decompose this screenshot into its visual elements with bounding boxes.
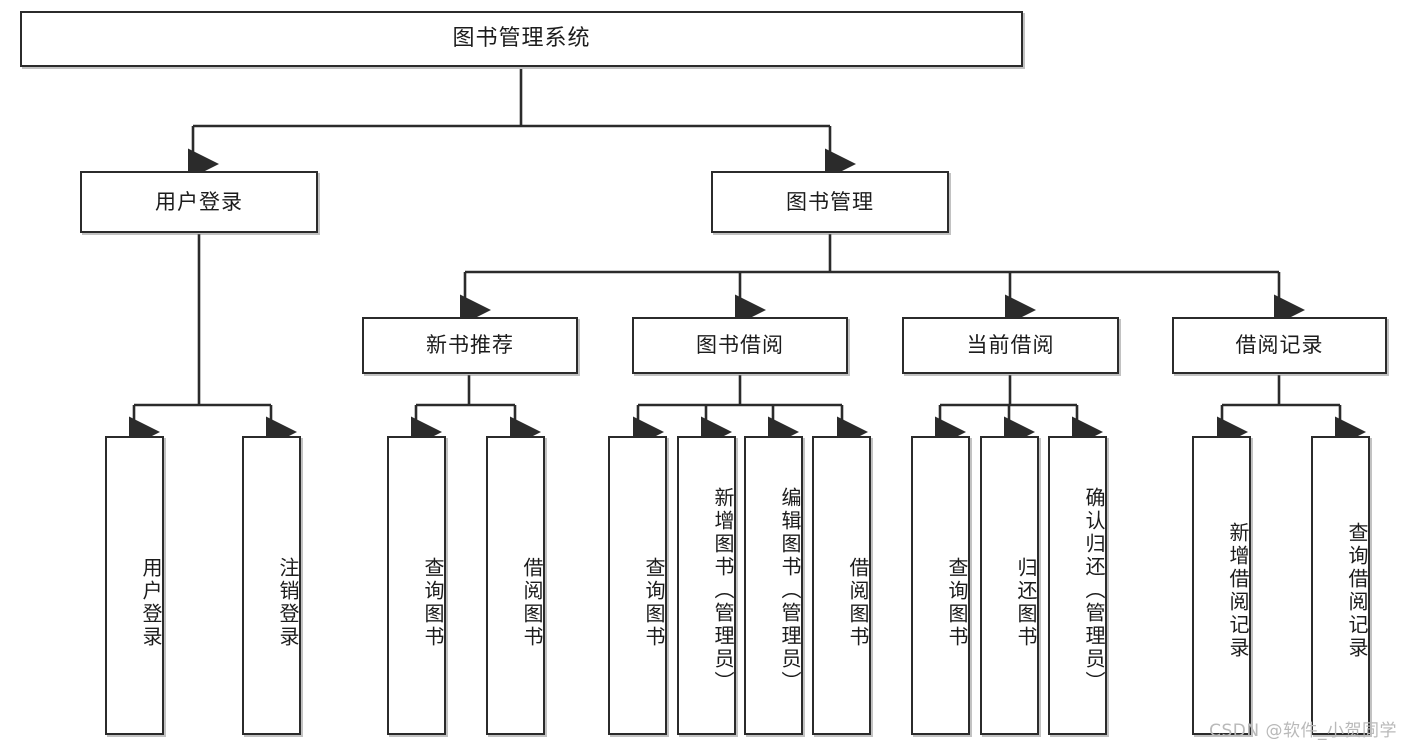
node-label: 查询借阅记录 (1345, 521, 1369, 660)
node-current-borrow[interactable]: 当前借阅 (902, 317, 1119, 374)
leaf-record-add-borrow-record[interactable]: 新增借阅记录 (1192, 436, 1251, 735)
node-label: 图书借阅 (696, 333, 784, 358)
leaf-current-confirm-return-admin[interactable]: 确认归还（管理员） (1048, 436, 1107, 735)
node-label: 用户登录 (139, 556, 163, 649)
node-label: 确认归还（管理员） (1082, 487, 1106, 694)
node-label: 图书管理系统 (452, 26, 591, 52)
leaf-user-login-login[interactable]: 用户登录 (105, 436, 164, 735)
node-label: 借阅记录 (1235, 333, 1324, 358)
node-label: 用户登录 (155, 189, 243, 214)
node-label: 归还图书 (1014, 556, 1038, 649)
leaf-current-query-book[interactable]: 查询图书 (911, 436, 970, 735)
leaf-user-login-logout[interactable]: 注销登录 (242, 436, 301, 735)
node-user-login[interactable]: 用户登录 (80, 171, 318, 233)
node-label: 查询图书 (421, 556, 445, 649)
leaf-current-return-book[interactable]: 归还图书 (980, 436, 1039, 735)
node-label: 编辑图书（管理员） (778, 487, 802, 694)
leaf-borrow-add-book-admin[interactable]: 新增图书（管理员） (677, 436, 736, 735)
node-label: 新书推荐 (426, 333, 514, 358)
node-new-book-recommend[interactable]: 新书推荐 (362, 317, 578, 374)
node-label: 注销登录 (276, 556, 300, 649)
node-book-borrow[interactable]: 图书借阅 (632, 317, 848, 374)
node-label: 查询图书 (945, 556, 969, 649)
node-label: 新增借阅记录 (1226, 521, 1250, 660)
node-label: 当前借阅 (966, 333, 1055, 358)
node-label: 新增图书（管理员） (711, 487, 735, 694)
csdn-watermark: CSDN @软件_小贺同学 (1209, 721, 1397, 741)
node-label: 借阅图书 (520, 556, 544, 649)
leaf-recommend-query-book[interactable]: 查询图书 (387, 436, 446, 735)
leaf-borrow-edit-book-admin[interactable]: 编辑图书（管理员） (744, 436, 803, 735)
node-root-book-management-system[interactable]: 图书管理系统 (20, 11, 1023, 67)
leaf-record-query-borrow-record[interactable]: 查询借阅记录 (1311, 436, 1370, 735)
node-label: 借阅图书 (846, 556, 870, 649)
leaf-borrow-query-book[interactable]: 查询图书 (608, 436, 667, 735)
node-label: 查询图书 (642, 556, 666, 649)
node-borrow-record[interactable]: 借阅记录 (1172, 317, 1387, 374)
leaf-recommend-borrow-book[interactable]: 借阅图书 (486, 436, 545, 735)
leaf-borrow-borrow-book[interactable]: 借阅图书 (812, 436, 871, 735)
node-label: 图书管理 (786, 189, 874, 214)
node-book-management[interactable]: 图书管理 (711, 171, 949, 233)
